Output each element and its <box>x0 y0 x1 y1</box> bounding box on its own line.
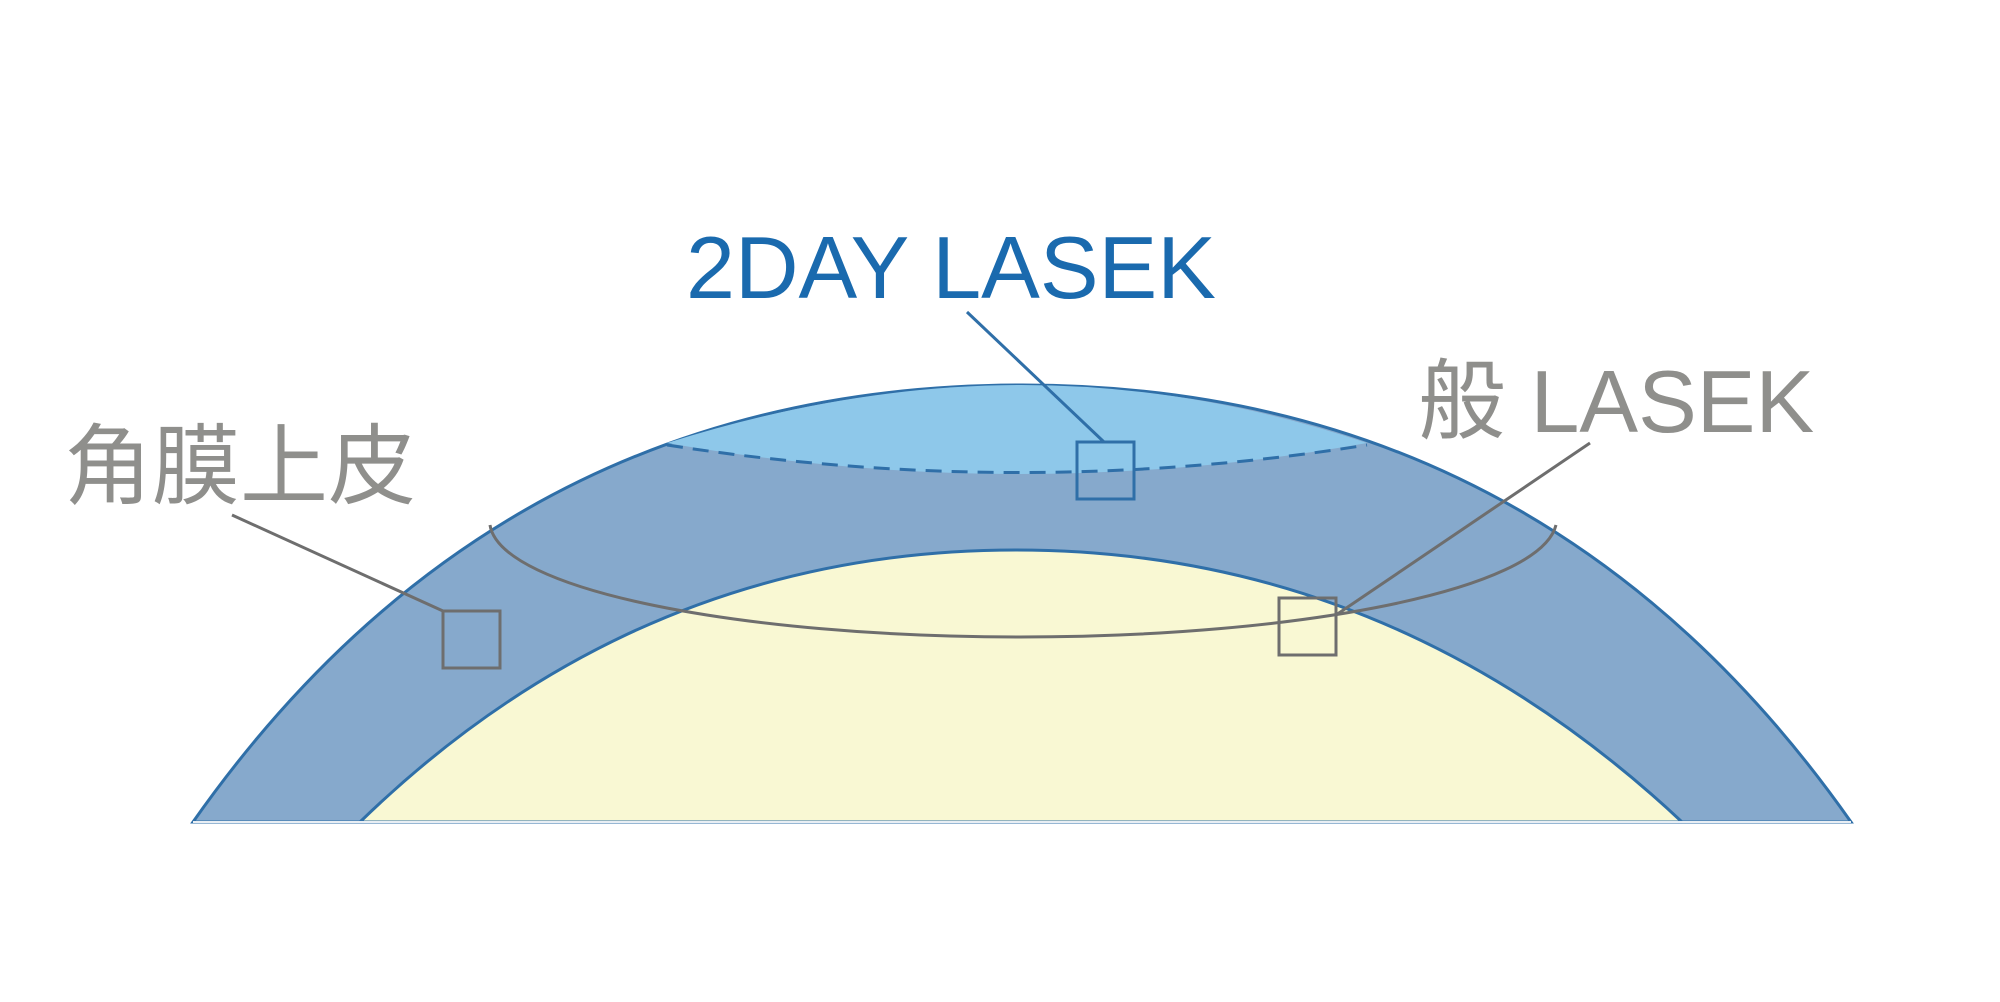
general-lasek-label: 般 LASEK <box>1418 352 1814 451</box>
two-day-lasek-leader-line <box>965 310 1106 444</box>
two-day-lasek-label: 2DAY LASEK <box>686 218 1216 317</box>
two-day-lasek-zone <box>667 385 1367 474</box>
two-day-lasek-dashed-boundary <box>666 443 1368 474</box>
corneal-epithelium-marker-box <box>441 609 502 670</box>
corneal-epithelium-label: 角膜上皮 <box>64 417 416 516</box>
general-lasek-leader-line <box>1335 441 1591 617</box>
corneal-epithelium-leader-line <box>231 513 444 613</box>
two-day-lasek-marker-box <box>1075 440 1136 501</box>
general-lasek-marker-box <box>1277 596 1338 657</box>
stroma-layer <box>356 548 1686 824</box>
general-lasek-flap-outline <box>488 524 1558 639</box>
